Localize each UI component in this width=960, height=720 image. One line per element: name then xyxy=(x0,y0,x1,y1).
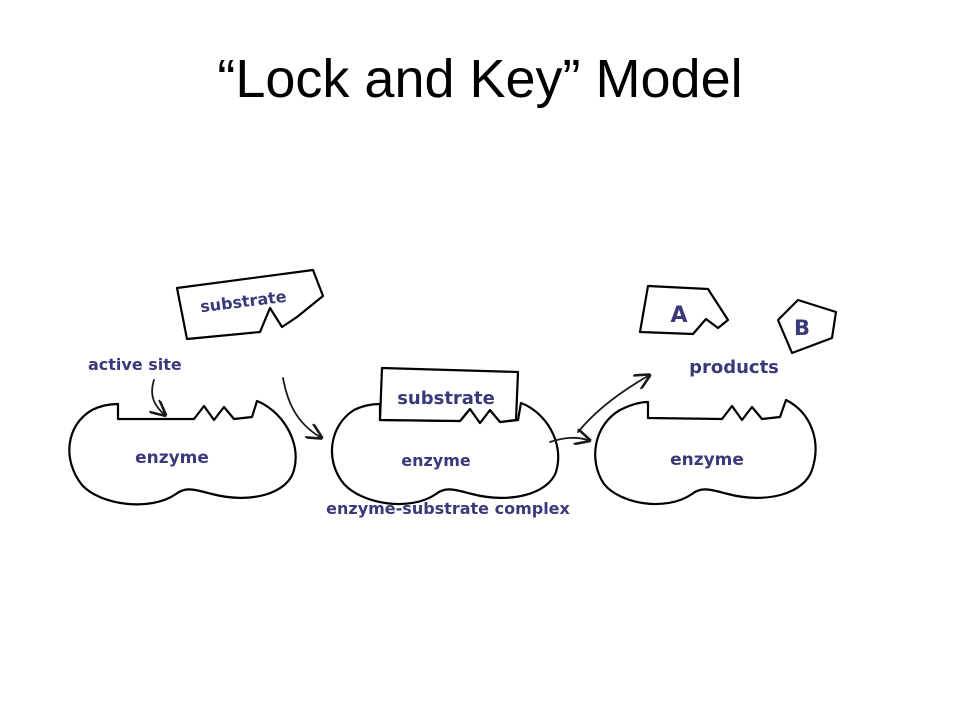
enzyme-right-shape xyxy=(594,398,817,506)
slide-title: “Lock and Key” Model xyxy=(217,49,743,109)
substrate-free-shape xyxy=(175,268,325,341)
complex-label: enzyme-substrate complex xyxy=(326,499,570,518)
release-arrow-up xyxy=(577,376,648,433)
product-a-shape xyxy=(638,284,730,336)
enzyme-right-label: enzyme xyxy=(670,450,744,470)
product-b-shape xyxy=(776,298,838,355)
products-label: products xyxy=(689,357,779,378)
enzyme-left-shape xyxy=(68,399,297,506)
active-site-label: active site xyxy=(88,355,182,374)
enzyme-left-label: enzyme xyxy=(135,448,209,468)
enzyme-middle-label: enzyme xyxy=(401,451,471,470)
substrate-bound-label: substrate xyxy=(397,388,495,409)
product-a-label: A xyxy=(670,303,687,328)
active-site-arrow xyxy=(152,379,164,414)
substrate-bound-shape xyxy=(378,366,520,425)
enzyme-middle-shape xyxy=(330,401,560,506)
product-b-label: B xyxy=(794,316,810,340)
release-arrow-right xyxy=(549,438,588,442)
binding-arrow xyxy=(282,377,320,437)
